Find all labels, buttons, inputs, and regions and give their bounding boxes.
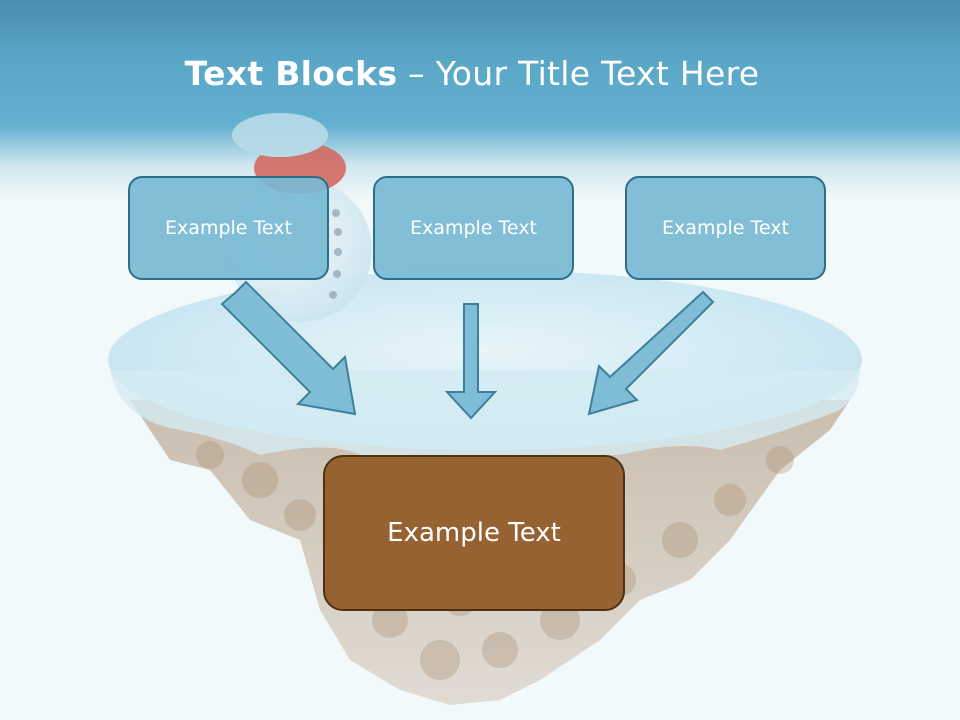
text-block-1[interactable]: Example Text bbox=[128, 176, 329, 280]
text-block-3-label: Example Text bbox=[662, 217, 789, 239]
title-bold: Text Blocks bbox=[184, 54, 398, 93]
slide-title: Text Blocks – Your Title Text Here bbox=[0, 54, 944, 93]
arrows bbox=[220, 280, 715, 420]
title-rest: – Your Title Text Here bbox=[397, 54, 760, 93]
text-block-3[interactable]: Example Text bbox=[625, 176, 826, 280]
arrow-center bbox=[444, 303, 498, 420]
center-text-block-label: Example Text bbox=[387, 518, 561, 548]
text-block-2[interactable]: Example Text bbox=[373, 176, 574, 280]
arrow-right bbox=[587, 290, 715, 416]
arrow-left bbox=[220, 280, 357, 416]
center-text-block[interactable]: Example Text bbox=[323, 455, 625, 611]
text-block-1-label: Example Text bbox=[165, 217, 292, 239]
text-block-2-label: Example Text bbox=[410, 217, 537, 239]
